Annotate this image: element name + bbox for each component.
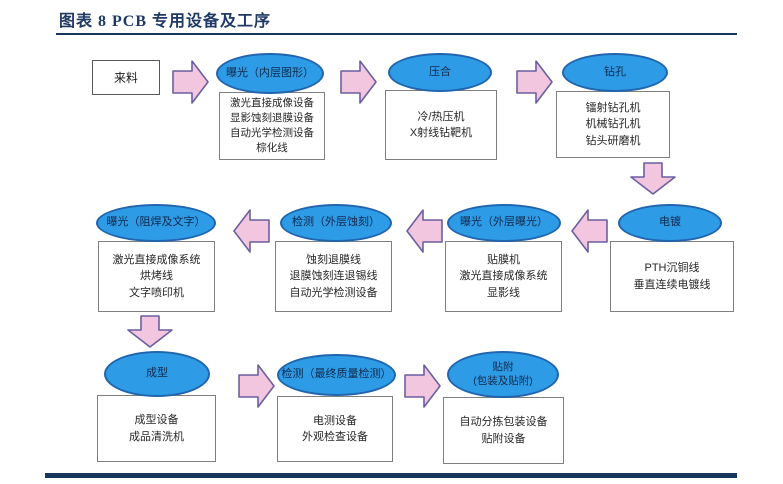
stage-label-sub: (包装及贴附) [473, 374, 533, 387]
equipment-box-inspection-final: 电测设备 外观检查设备 [277, 396, 393, 462]
flow-arrow-down-icon [630, 162, 676, 195]
title-divider [56, 33, 737, 35]
stage-ellipse-inspection-etching: 检测（外层蚀刻） [280, 204, 392, 242]
flow-arrow-right-icon [340, 60, 377, 104]
equipment-item: 冷/热压机 [417, 110, 465, 123]
equipment-box-attachment: 自动分拣包装设备 贴附设备 [443, 397, 564, 464]
flow-arrow-right-icon [404, 364, 441, 408]
stage-label: 成型 [146, 367, 168, 380]
flow-arrow-right-icon [238, 364, 275, 408]
equipment-item: 成品清洗机 [129, 430, 184, 443]
stage-ellipse-inspection-final: 检测（最终质量检测） [277, 354, 396, 396]
stage-label: 检测（外层蚀刻） [292, 216, 380, 229]
stage-ellipse-attachment: 贴附 (包装及贴附) [447, 351, 559, 398]
equipment-item: 自动光学检测设备 [289, 286, 378, 299]
flow-arrow-right-icon [172, 60, 209, 104]
equipment-item: 激光直接成像设备 [230, 96, 314, 109]
equipment-item: 机械钻孔机 [585, 118, 641, 131]
source-label: 来料 [113, 71, 138, 85]
equipment-item: 贴膜机 [487, 253, 520, 266]
equipment-box-forming: 成型设备 成品清洗机 [97, 395, 216, 462]
stage-ellipse-drilling: 钻孔 [562, 53, 668, 92]
equipment-box-exposure-soldermask: 激光直接成像系统 烘烤线 文字喷印机 [98, 241, 215, 312]
source-box-incoming-material: 来料 [92, 60, 160, 95]
equipment-item: 激光直接成像系统 [459, 270, 548, 283]
equipment-box-inspection-etching: 蚀刻退膜线 退膜蚀刻连退锡线 自动光学检测设备 [275, 241, 392, 312]
stage-ellipse-forming: 成型 [104, 351, 210, 397]
equipment-item: 外观检查设备 [302, 431, 368, 443]
stage-ellipse-lamination: 压合 [388, 53, 492, 92]
stage-ellipse-exposure-outer: 曝光（外层曝光） [447, 204, 561, 242]
equipment-item: 镭射钻孔机 [585, 101, 641, 114]
equipment-item: 显影蚀刻退膜设备 [230, 111, 314, 124]
equipment-item: 显影线 [487, 286, 520, 299]
equipment-item: 烘烤线 [140, 270, 173, 283]
equipment-item: 垂直连续电镀线 [633, 278, 711, 291]
equipment-item: 蚀刻退膜线 [306, 253, 361, 266]
flow-arrow-right-icon [516, 60, 553, 104]
stage-label: 曝光（外层曝光） [460, 216, 548, 229]
equipment-item: 激光直接成像系统 [112, 253, 201, 266]
equipment-item: 退膜蚀刻连退锡线 [289, 270, 378, 283]
stage-label: 曝光（阻焊及文字） [106, 216, 206, 229]
equipment-box-drilling: 镭射钻孔机 机械钻孔机 钻头研磨机 [556, 91, 670, 158]
equipment-item: X射线钻靶机 [409, 127, 473, 139]
stage-ellipse-exposure-inner: 曝光（内层图形） [216, 53, 324, 94]
equipment-item: 棕化线 [256, 142, 288, 155]
equipment-item: 钻头研磨机 [585, 134, 641, 147]
stage-label: 钻孔 [604, 65, 626, 78]
bottom-divider [45, 473, 737, 478]
stage-label: 压合 [429, 65, 451, 78]
equipment-item: 成型设备 [134, 414, 179, 426]
stage-ellipse-exposure-soldermask: 曝光（阻焊及文字） [96, 204, 216, 242]
equipment-box-exposure-outer: 贴膜机 激光直接成像系统 显影线 [445, 241, 562, 312]
stage-ellipse-plating: 电镀 [618, 204, 722, 242]
equipment-item: 电测设备 [313, 414, 357, 427]
figure-title: 图表 8 PCB 专用设备及工序 [59, 13, 272, 30]
stage-label: 曝光（内层图形） [226, 66, 314, 79]
equipment-item: 贴附设备 [481, 432, 526, 445]
equipment-box-plating: PTH沉铜线 垂直连续电镀线 [610, 241, 734, 312]
stage-label: 电镀 [659, 216, 681, 229]
equipment-item: PTH沉铜线 [644, 262, 700, 274]
stage-label: 贴附 [492, 361, 514, 374]
flow-arrow-left-icon [571, 209, 608, 253]
flow-arrow-down-icon [127, 315, 173, 348]
flow-arrow-left-icon [406, 209, 443, 253]
equipment-item: 自动分拣包装设备 [459, 416, 548, 428]
equipment-box-exposure-inner: 激光直接成像设备 显影蚀刻退膜设备 自动光学检测设备 棕化线 [219, 92, 325, 160]
flow-arrow-left-icon [233, 209, 270, 253]
equipment-box-lamination: 冷/热压机 X射线钻靶机 [385, 90, 497, 160]
equipment-item: 文字喷印机 [129, 286, 184, 299]
equipment-item: 自动光学检测设备 [230, 127, 314, 139]
stage-label: 检测（最终质量检测） [281, 368, 392, 381]
